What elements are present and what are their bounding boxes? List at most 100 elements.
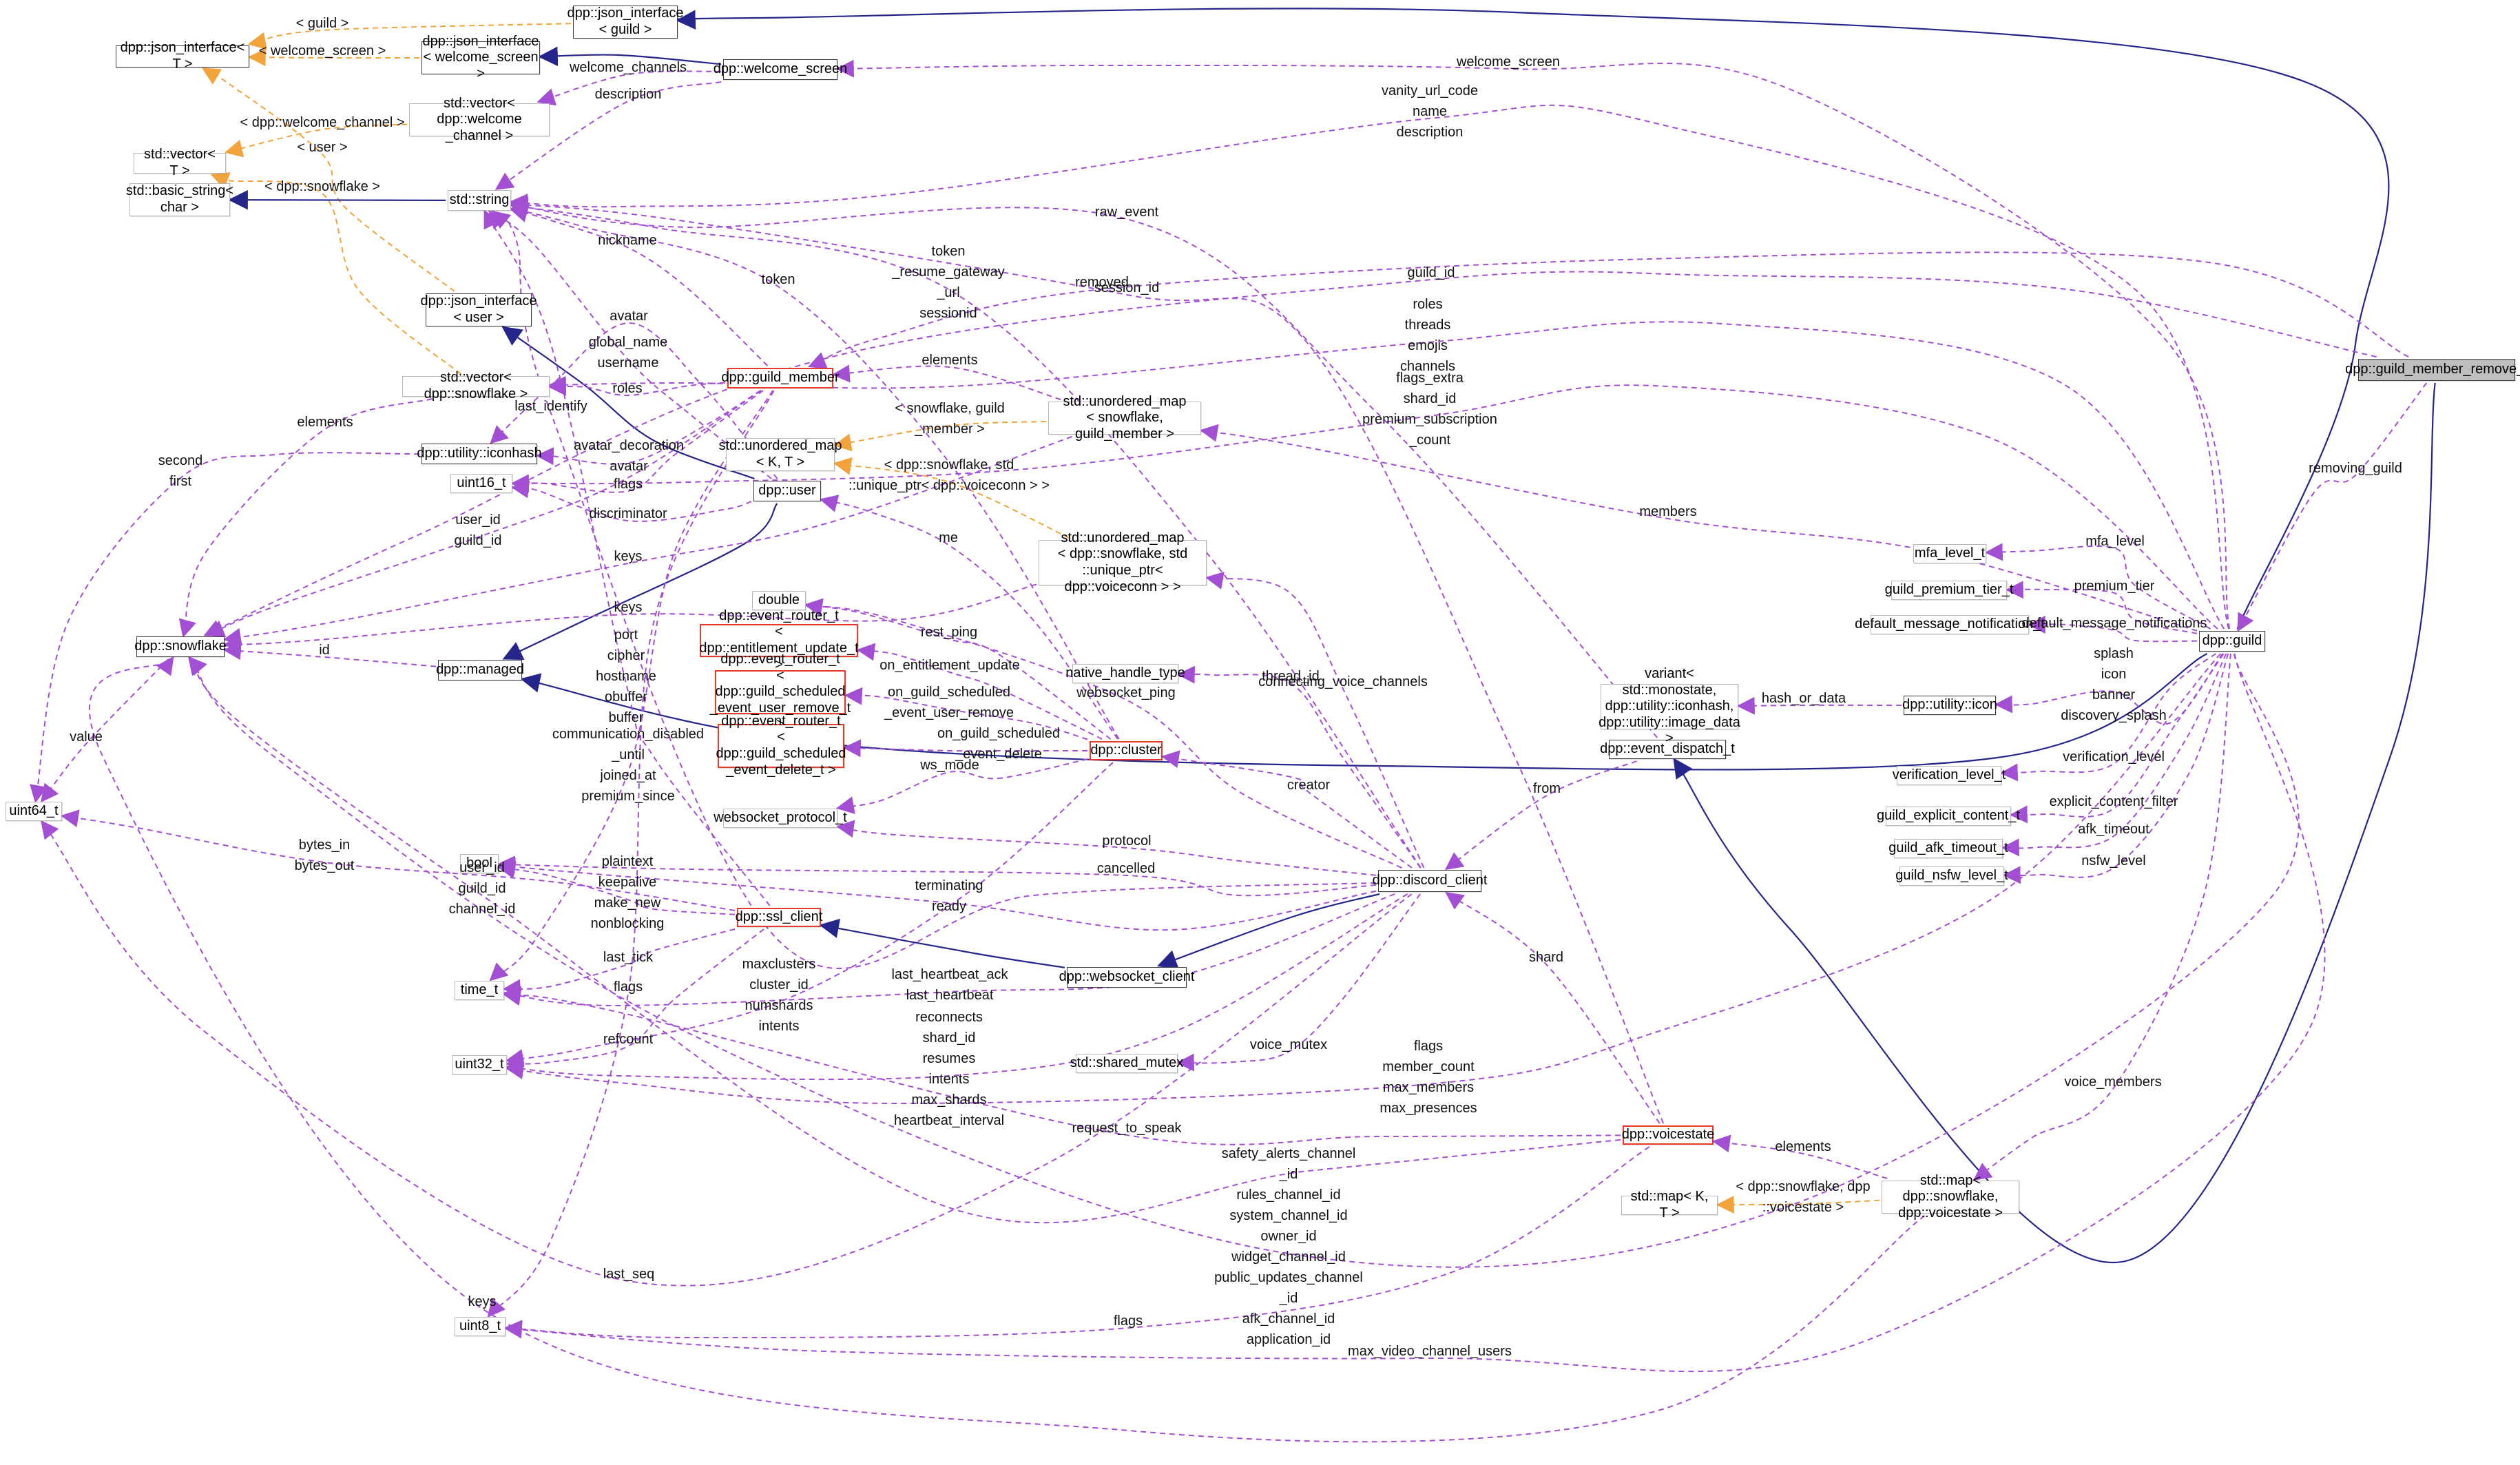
node-mkt[interactable]: std::map< K, T > <box>1621 1189 1718 1220</box>
node-gpt[interactable]: guild_premium_tier_t <box>1885 581 2013 600</box>
edge-dc-to-dbl <box>804 599 1402 869</box>
edge-dc-to-wsp <box>835 820 1377 876</box>
node-ssl[interactable]: dpp::ssl_client <box>736 908 822 927</box>
edge-gld-to-vl <box>1999 653 2216 782</box>
edge-gm-to-snow <box>206 390 762 637</box>
node-re[interactable]: dpp::event_router_t < dpp::entitlement_u… <box>699 607 859 672</box>
node-u16[interactable]: uint16_t <box>450 474 512 493</box>
node-ws[interactable]: dpp::welcome_screen <box>714 59 847 80</box>
edge-gld-to-umsgm <box>1199 424 2198 632</box>
node-str[interactable]: std::string <box>448 190 511 211</box>
node-vl[interactable]: verification_level_t <box>1893 766 2006 785</box>
node-jit[interactable]: dpp::json_interface< T > <box>116 40 249 72</box>
node-clu[interactable]: dpp::cluster <box>1090 741 1163 760</box>
edge-gld-to-dmn <box>2027 615 2198 643</box>
node-jiu[interactable]: dpp::json_interface < user > <box>420 293 537 326</box>
edge-ssl-to-tt <box>502 928 736 997</box>
node-snow[interactable]: dpp::snowflake <box>134 636 227 657</box>
node-nht[interactable]: native_handle_type <box>1065 664 1185 683</box>
node-umkt[interactable]: std::unordered_map < K, T > <box>718 438 842 471</box>
node-dc[interactable]: dpp::discord_client <box>1373 870 1487 892</box>
edge-gld-to-gpt <box>2005 581 2198 634</box>
edge-vst-to-snow <box>188 656 1621 1224</box>
edge-gld-to-u32 <box>505 653 2222 1105</box>
node-boo[interactable]: bool <box>460 854 499 873</box>
edge-mvs-to-vst <box>1711 1134 1888 1179</box>
node-shm[interactable]: std::shared_mutex <box>1070 1054 1183 1073</box>
node-gat[interactable]: guild_afk_timeout_t <box>1888 839 2008 858</box>
edge-vst-to-str <box>509 196 1665 1124</box>
node-gmr[interactable]: dpp::guild_member_remove_t <box>2345 359 2520 381</box>
node-mgd[interactable]: dpp::managed <box>436 660 524 680</box>
edge-vst-to-u8 <box>503 1146 1650 1339</box>
node-umsgm[interactable]: std::unordered_map < snowflake, guild_me… <box>1048 394 1201 441</box>
node-mvs[interactable]: std::map< dpp::snowflake, dpp::voicestat… <box>1882 1173 2019 1220</box>
node-jig[interactable]: dpp::json_interface < guild > <box>567 6 684 39</box>
edge-vsnow-to-vt <box>210 172 461 375</box>
edge-dc-to-str <box>488 210 1377 970</box>
node-var[interactable]: variant< std::monostate, dpp::utility::i… <box>1599 666 1740 747</box>
edge-gld-to-gat <box>2001 653 2227 857</box>
node-gec[interactable]: guild_explicit_content_t <box>1877 807 2020 826</box>
edge-clu-to-dbl <box>804 598 1112 740</box>
node-evd[interactable]: dpp::event_dispatch_t <box>1600 740 1735 759</box>
edge-umsgm-to-snow <box>222 436 1072 646</box>
node-uic[interactable]: dpp::utility::icon <box>1902 696 1997 715</box>
edge-dc-to-clu <box>1160 750 1413 869</box>
edge-ssl-to-u64 <box>60 809 736 911</box>
edge-clu-to-wsp <box>835 758 1088 815</box>
node-gld[interactable]: dpp::guild <box>2199 631 2265 652</box>
edge-vst-to-tt <box>502 988 1621 1145</box>
node-rur[interactable]: dpp::event_router_t < dpp::guild_schedul… <box>709 652 851 731</box>
edge-dc-to-str <box>509 198 1422 869</box>
edge-clu-to-str <box>509 203 1120 740</box>
node-gnl[interactable]: guild_nsfw_level_t <box>1895 866 2008 886</box>
edge-ws-to-jiw <box>538 46 722 67</box>
edge-clu-to-rd <box>842 739 1088 758</box>
node-jiw[interactable]: dpp::json_interface < welcome_screen > <box>421 33 540 81</box>
edge-evd-to-str <box>509 198 1658 738</box>
edge-usr-to-ich <box>490 322 778 479</box>
node-dbl[interactable]: double <box>752 591 806 610</box>
edge-umvc-to-snow <box>222 583 1037 653</box>
node-vst[interactable]: dpp::voicestate <box>1622 1125 1714 1145</box>
edge-clu-to-re <box>856 643 1103 740</box>
edge-usr-to-jiu <box>501 326 755 480</box>
node-vwc[interactable]: std::vector< dpp::welcome _channel > <box>409 96 550 143</box>
node-vsnow[interactable]: std::vector< dpp::snowflake > <box>402 370 550 402</box>
edge-usr-to-str <box>491 210 772 479</box>
node-tt[interactable]: time_t <box>455 981 504 1000</box>
edge-mgd-to-snow <box>222 642 437 667</box>
node-u64[interactable]: uint64_t <box>6 802 62 821</box>
node-wsc[interactable]: dpp::websocket_client <box>1059 967 1194 988</box>
node-bs[interactable]: std::basic_string< char > <box>125 183 234 216</box>
edge-gld-to-mvs <box>1972 653 2231 1181</box>
node-umvc[interactable]: std::unordered_map < dpp::snowflake, std… <box>1039 530 1207 594</box>
edge-dc-to-u32 <box>505 893 1408 1081</box>
node-gm[interactable]: dpp::guild_member <box>721 368 840 388</box>
node-mfa[interactable]: mfa_level_t <box>1913 544 1986 563</box>
edge-gm-to-ich <box>535 390 761 466</box>
edge-gmr-to-gm <box>808 251 2409 369</box>
edge-dc-to-tt <box>502 893 1395 1007</box>
node-rd[interactable]: dpp::event_router_t < dpp::guild_schedul… <box>716 713 846 778</box>
edge-gm-to-vsnow <box>548 377 726 397</box>
edge-gld-to-mfa <box>1984 543 2211 630</box>
edge-gm-to-tt <box>489 390 773 981</box>
node-dmn[interactable]: default_message_notification_t <box>1855 615 2045 634</box>
node-vt[interactable]: std::vector< T > <box>134 147 226 178</box>
edge-jig-to-jit <box>247 23 572 50</box>
node-u8[interactable]: uint8_t <box>455 1317 506 1336</box>
edge-jiw-to-jit <box>247 48 420 67</box>
edge-dc-to-nht <box>1176 665 1422 869</box>
node-u32[interactable]: uint32_t <box>452 1055 507 1074</box>
node-usr[interactable]: dpp::user <box>753 481 821 501</box>
edge-gld-to-ws <box>835 59 2231 630</box>
node-ich[interactable]: dpp::utility::iconhash <box>417 444 542 464</box>
node-wsp[interactable]: websocket_protocol_t <box>714 809 847 828</box>
edge-wsc-to-ssl <box>819 918 1065 968</box>
edge-gld-to-gnl <box>2002 653 2229 884</box>
edge-gld-to-snow <box>189 653 2300 1268</box>
edge-snow-to-u64 <box>40 658 169 803</box>
